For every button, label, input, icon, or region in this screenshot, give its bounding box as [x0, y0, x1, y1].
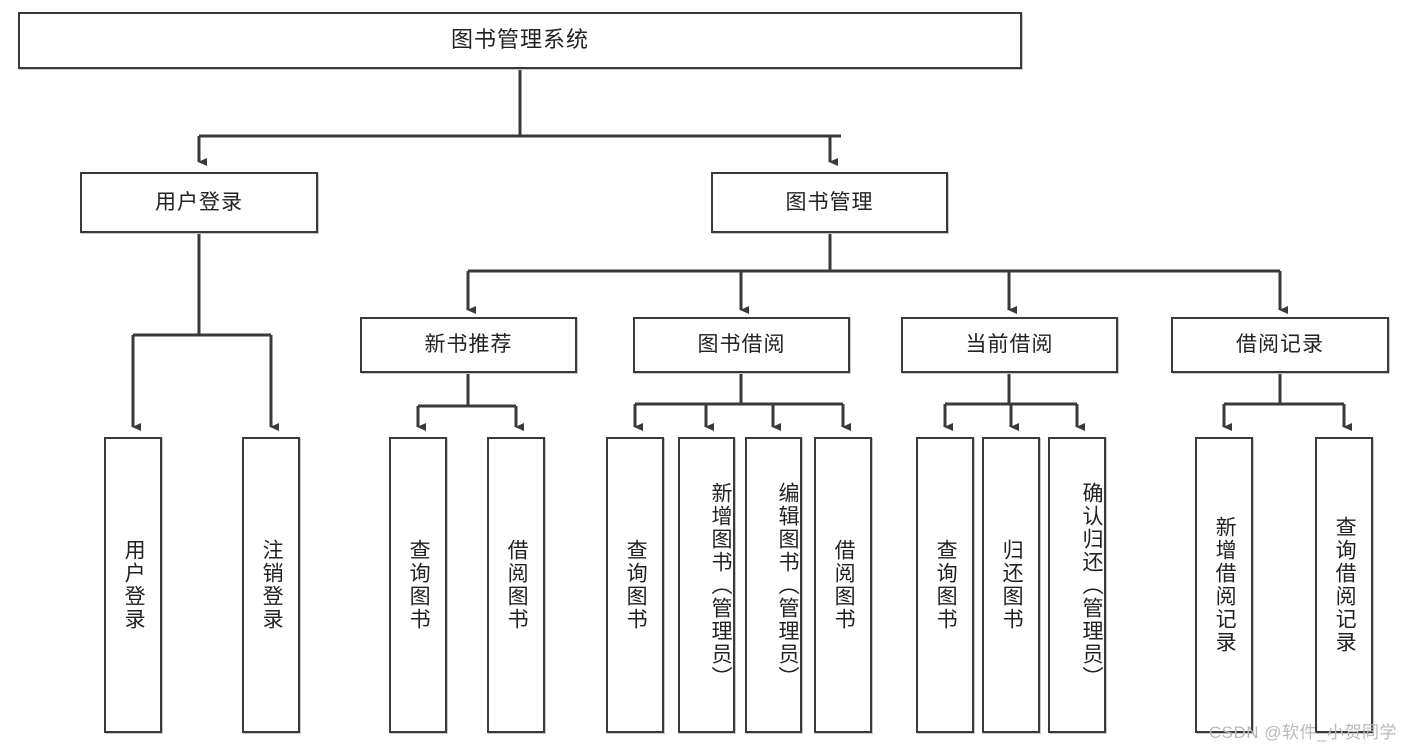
node-user-login[interactable]: 用户登录: [80, 172, 318, 233]
leaf-borrow-book-recommend[interactable]: 借阅图书: [487, 437, 545, 733]
leaf-logout-login[interactable]: 注销登录: [242, 437, 300, 733]
node-current-borrow[interactable]: 当前借阅: [901, 317, 1118, 373]
leaf-add-borrow-record[interactable]: 新增借阅记录: [1195, 437, 1253, 733]
leaf-confirm-return-admin[interactable]: 确认归还（管理员）: [1048, 437, 1106, 733]
leaf-query-book-recommend[interactable]: 查询图书: [389, 437, 447, 733]
node-new-book-recommend[interactable]: 新书推荐: [360, 317, 577, 373]
node-book-manage[interactable]: 图书管理: [711, 172, 948, 233]
leaf-query-book-borrow[interactable]: 查询图书: [606, 437, 664, 733]
leaf-query-borrow-record[interactable]: 查询借阅记录: [1315, 437, 1373, 733]
leaf-user-login[interactable]: 用户登录: [104, 437, 162, 733]
node-book-borrow[interactable]: 图书借阅: [633, 317, 850, 373]
leaf-query-book-current[interactable]: 查询图书: [916, 437, 974, 733]
leaf-return-book[interactable]: 归还图书: [982, 437, 1040, 733]
leaf-edit-book-admin[interactable]: 编辑图书（管理员）: [745, 437, 802, 733]
node-root[interactable]: 图书管理系统: [18, 12, 1022, 69]
node-borrow-record[interactable]: 借阅记录: [1171, 317, 1389, 373]
leaf-add-book-admin[interactable]: 新增图书（管理员）: [678, 437, 735, 733]
leaf-borrow-book[interactable]: 借阅图书: [814, 437, 872, 733]
